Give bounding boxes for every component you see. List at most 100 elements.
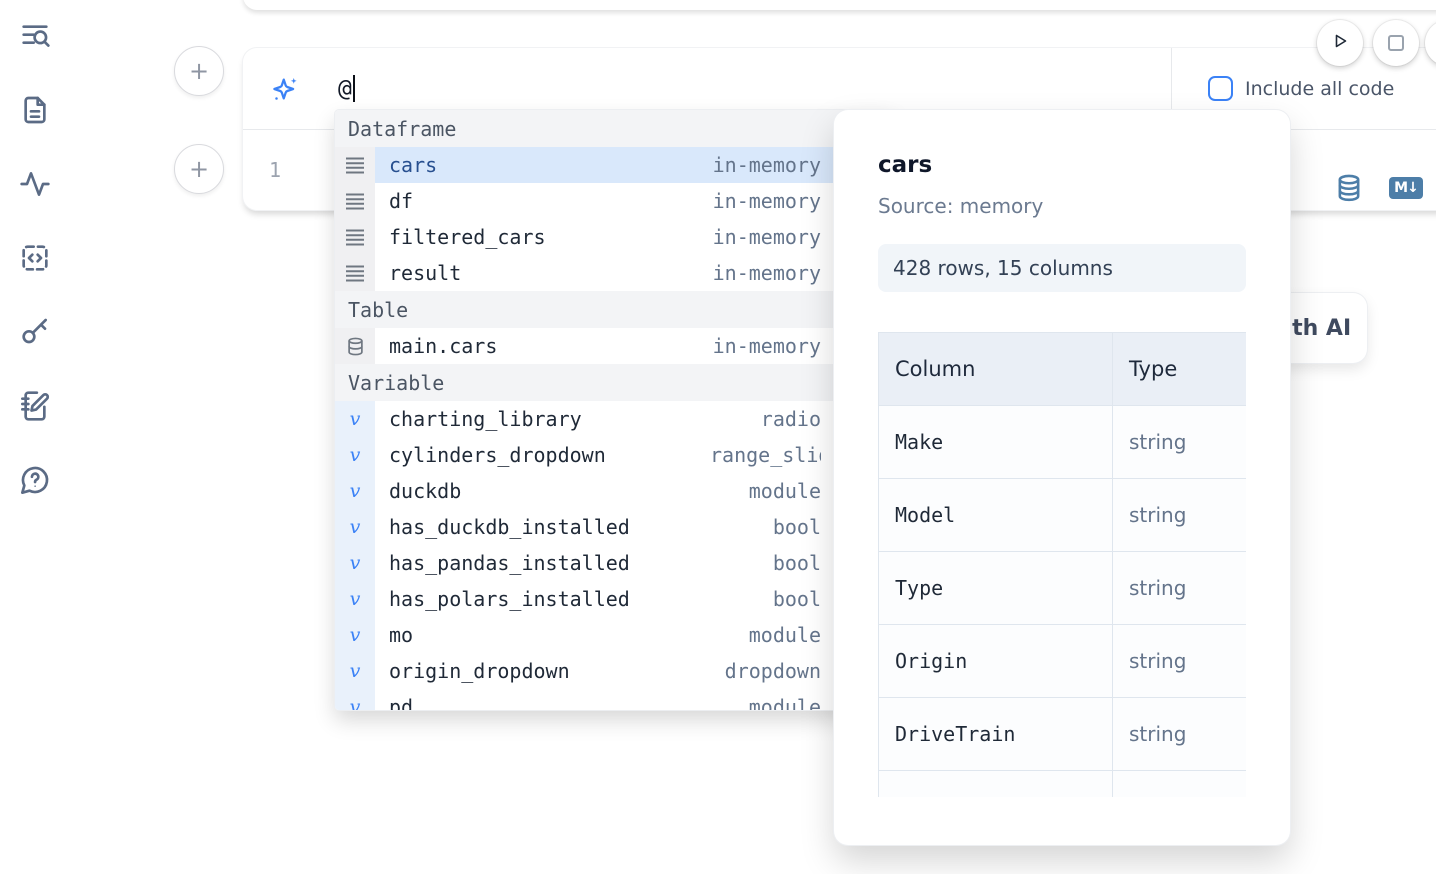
add-cell-button-bottom[interactable]: + — [174, 144, 224, 194]
completion-type: in-memory — [712, 334, 821, 358]
variable-icon: v — [335, 545, 375, 581]
line-number: 1 — [269, 157, 282, 182]
completion-type: dropdown — [724, 659, 821, 683]
text-cursor — [352, 75, 355, 102]
sidebar-item-scratchpad[interactable] — [18, 391, 52, 425]
key-icon — [19, 316, 51, 352]
notebook-pen-icon — [19, 390, 51, 426]
left-sidebar — [18, 21, 56, 499]
completion-name: charting_library — [389, 407, 582, 431]
shape-badge: 428 rows, 15 columns — [878, 244, 1246, 292]
dataframe-icon — [335, 255, 375, 291]
run-cell-button[interactable] — [1317, 20, 1363, 66]
activity-icon — [19, 168, 51, 204]
completion-type: in-memory — [712, 261, 821, 285]
completion-type: range_slider — [710, 443, 821, 467]
schema-header-cell: Type — [1112, 332, 1246, 406]
code-editor-row[interactable]: 1 M↓ — [243, 130, 1436, 209]
code-snippet-icon — [19, 242, 51, 278]
completion-type: bool — [772, 587, 821, 611]
table-icon — [335, 328, 375, 364]
completion-type: module — [748, 695, 821, 710]
completion-name: duckdb — [389, 479, 462, 503]
completion-type: module — [748, 479, 821, 503]
variable-icon: v — [335, 653, 375, 689]
variable-icon: v — [335, 617, 375, 653]
add-cell-button-top[interactable]: + — [174, 46, 224, 96]
autocomplete-section-header: Dataframe — [335, 110, 895, 147]
completion-type: in-memory — [712, 153, 821, 177]
variable-icon: v — [335, 437, 375, 473]
completion-item-has_polars_installed[interactable]: v has_polars_installed bool — [335, 581, 895, 617]
variable-icon: v — [335, 581, 375, 617]
stop-square-icon — [1388, 35, 1404, 51]
sidebar-item-variables[interactable] — [18, 169, 52, 203]
preview-title: cars — [878, 152, 933, 178]
completion-item-main.cars[interactable]: main.cars in-memory — [335, 328, 895, 364]
completion-item-has_pandas_installed[interactable]: v has_pandas_installed bool — [335, 545, 895, 581]
completion-name: df — [389, 189, 414, 213]
schema-column-type: string — [1112, 697, 1246, 771]
variable-icon: v — [335, 689, 375, 710]
include-all-code-checkbox[interactable] — [1208, 76, 1233, 101]
completion-item-origin_dropdown[interactable]: v origin_dropdown dropdown — [335, 653, 895, 689]
completion-name: mo — [389, 623, 414, 647]
completion-type: radio — [760, 407, 821, 431]
schema-column-name: Type — [878, 551, 1113, 625]
schema-column-name: Origin — [878, 624, 1113, 698]
completion-type: bool — [772, 551, 821, 575]
completion-name: result — [389, 261, 462, 285]
clipped-edge-button[interactable] — [1425, 20, 1436, 66]
completion-name: has_polars_installed — [389, 587, 630, 611]
database-icon[interactable] — [1335, 174, 1363, 202]
completion-item-df[interactable]: df in-memory — [335, 183, 895, 219]
sidebar-item-files[interactable] — [18, 95, 52, 129]
schema-column-name: Model — [878, 478, 1113, 552]
sidebar-item-snippets[interactable] — [18, 243, 52, 277]
variable-icon: v — [335, 509, 375, 545]
completion-item-result[interactable]: result in-memory — [335, 255, 895, 291]
completion-item-charting_library[interactable]: v charting_library radio — [335, 401, 895, 437]
completion-name: origin_dropdown — [389, 659, 570, 683]
completion-name: has_pandas_installed — [389, 551, 630, 575]
completion-preview-panel: cars Source: memory 428 rows, 15 columns… — [834, 110, 1290, 845]
ai-prompt-options: Include all code — [1171, 48, 1436, 129]
variable-icon: v — [335, 401, 375, 437]
completion-name: main.cars — [389, 334, 498, 358]
completion-name: cars — [389, 153, 438, 177]
help-chat-icon — [19, 464, 51, 500]
schema-column-type: string — [1112, 405, 1246, 479]
sidebar-item-help[interactable] — [18, 465, 52, 499]
stop-button[interactable] — [1373, 20, 1419, 66]
schema-column-name: Make — [878, 405, 1113, 479]
schema-column-type: string — [1112, 478, 1246, 552]
completion-item-cars[interactable]: cars in-memory — [335, 147, 895, 183]
schema-column-type: string — [1112, 624, 1246, 698]
variable-icon: v — [335, 473, 375, 509]
schema-column-name: DriveTrain — [878, 697, 1113, 771]
completion-item-cylinders_dropdown[interactable]: v cylinders_dropdown range_slider — [335, 437, 895, 473]
ai-sparkle-icon — [270, 74, 300, 104]
completion-type: in-memory — [712, 189, 821, 213]
completion-name: pd — [389, 695, 414, 710]
completion-name: cylinders_dropdown — [389, 443, 606, 467]
include-all-code-label: Include all code — [1245, 77, 1395, 100]
markdown-convert-icon[interactable]: M↓ — [1389, 177, 1423, 199]
sidebar-item-toc[interactable] — [18, 21, 52, 55]
schema-column-type: string — [1112, 551, 1246, 625]
play-icon — [1328, 29, 1352, 57]
sidebar-item-secrets[interactable] — [18, 317, 52, 351]
ai-prompt-input[interactable]: @ — [338, 75, 355, 102]
